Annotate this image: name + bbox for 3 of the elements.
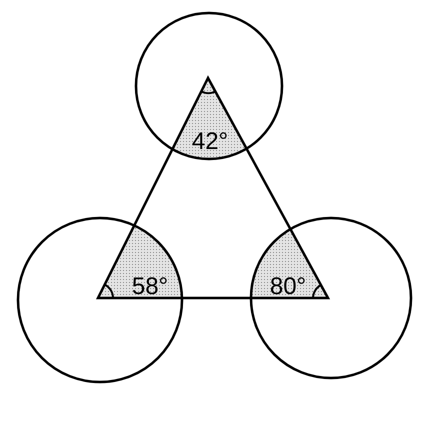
angle-label: 58° xyxy=(132,274,168,300)
angle-label: 42° xyxy=(192,129,228,155)
angle-label: 80° xyxy=(270,274,306,300)
